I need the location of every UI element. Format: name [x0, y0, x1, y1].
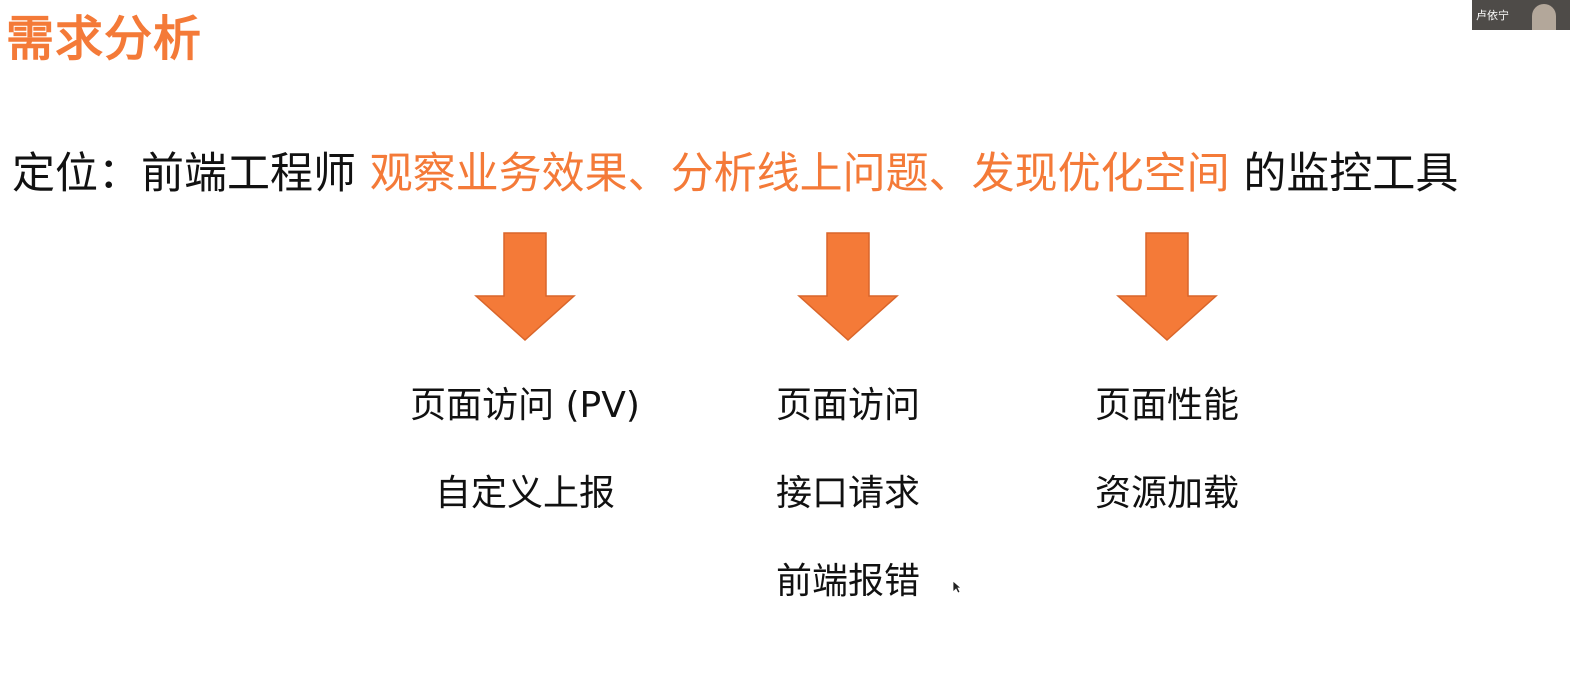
arrow-down-icon	[797, 232, 899, 342]
arrow-down-icon	[1116, 232, 1218, 342]
column-item: 资源加载	[1094, 473, 1239, 514]
participant-name: 卢依宁	[1476, 9, 1509, 22]
positioning-statement: 定位：前端工程师 观察业务效果、分析线上问题、发现优化空间 的监控工具	[12, 144, 1458, 204]
column-item: 页面访问 (PV)	[410, 385, 640, 426]
column-online-issues: 页面访问 接口请求 前端报错	[698, 230, 998, 626]
positioning-suffix: 的监控工具	[1229, 149, 1459, 199]
column-item: 自定义上报	[434, 473, 615, 514]
slide-title: 需求分析	[6, 11, 203, 67]
participant-video-thumbnail[interactable]: 卢依宁	[1472, 0, 1570, 30]
positioning-prefix: 定位：前端工程师	[12, 149, 370, 199]
column-business-effect: 页面访问 (PV) 自定义上报	[375, 230, 675, 538]
arrow-down-icon	[474, 232, 576, 342]
column-item: 页面访问	[775, 385, 920, 426]
positioning-highlight: 观察业务效果、分析线上问题、发现优化空间	[369, 149, 1230, 199]
participant-video-feed	[1532, 4, 1556, 30]
column-item: 页面性能	[1094, 385, 1239, 426]
column-optimization: 页面性能 资源加载	[1017, 230, 1317, 538]
column-item: 接口请求	[775, 473, 920, 514]
mouse-cursor-icon	[952, 580, 962, 594]
column-item: 前端报错	[775, 561, 920, 602]
